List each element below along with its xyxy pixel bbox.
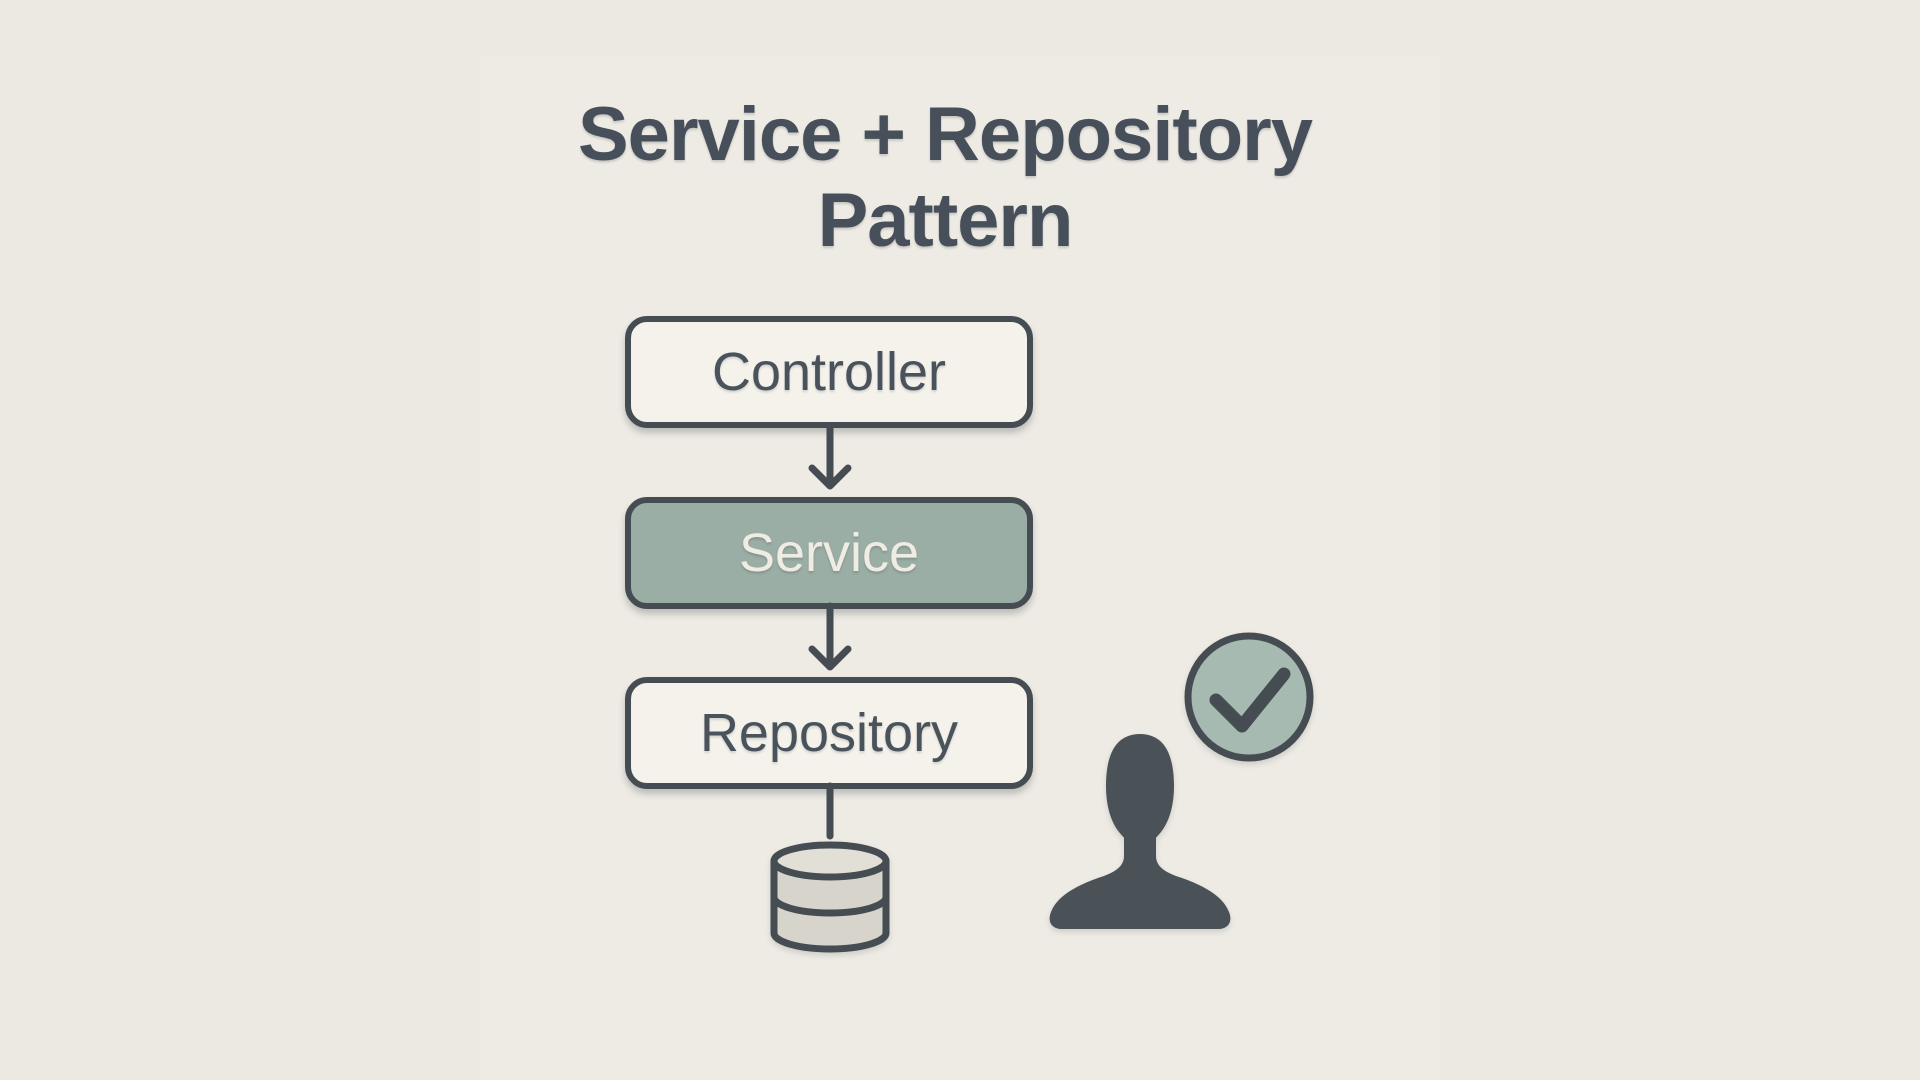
arrow-down-icon xyxy=(808,602,852,671)
page-title: Service + Repository Pattern xyxy=(0,92,1890,264)
title-line-2: Pattern xyxy=(817,178,1074,263)
repository-node: Repository xyxy=(625,677,1033,789)
service-node: Service xyxy=(625,497,1033,609)
controller-node: Controller xyxy=(625,316,1033,428)
repository-label: Repository xyxy=(699,703,959,763)
connector-line xyxy=(826,782,834,840)
arrow-down-icon xyxy=(808,423,852,490)
check-circle-icon xyxy=(1184,632,1314,762)
controller-label: Controller xyxy=(711,342,947,402)
title-line-1: Service + Repository xyxy=(577,92,1313,177)
user-silhouette-icon xyxy=(1049,734,1231,929)
database-cylinder-icon xyxy=(770,841,890,953)
service-label: Service xyxy=(738,523,920,583)
